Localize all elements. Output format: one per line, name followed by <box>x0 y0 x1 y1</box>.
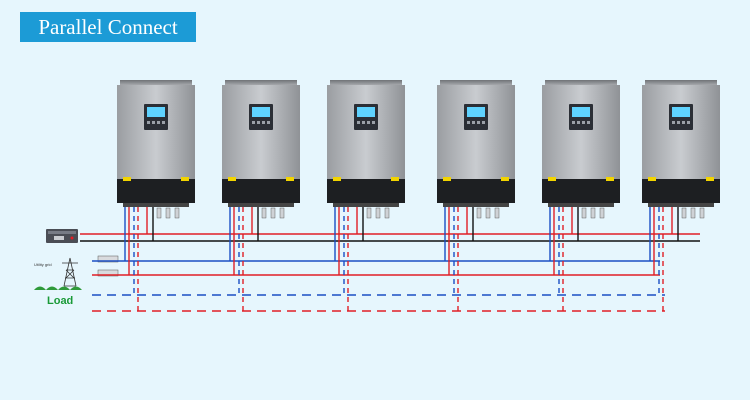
inverter-unit <box>117 80 195 219</box>
inverter-unit <box>327 80 405 219</box>
inverter-unit <box>222 80 300 219</box>
wire-bundle <box>80 207 700 312</box>
inverter-unit <box>542 80 620 219</box>
diagram-title: Parallel Connect <box>20 12 196 42</box>
inverter-unit <box>437 80 515 219</box>
battery-icon <box>46 229 78 243</box>
utility-tower-icon <box>62 257 78 287</box>
load-label: Load <box>47 295 74 307</box>
inverter-row <box>117 80 720 219</box>
utility-grid-label: Utility grid <box>34 262 52 267</box>
grass-icon <box>34 286 82 290</box>
inverter-unit <box>642 80 720 219</box>
breaker-icon <box>97 255 119 277</box>
